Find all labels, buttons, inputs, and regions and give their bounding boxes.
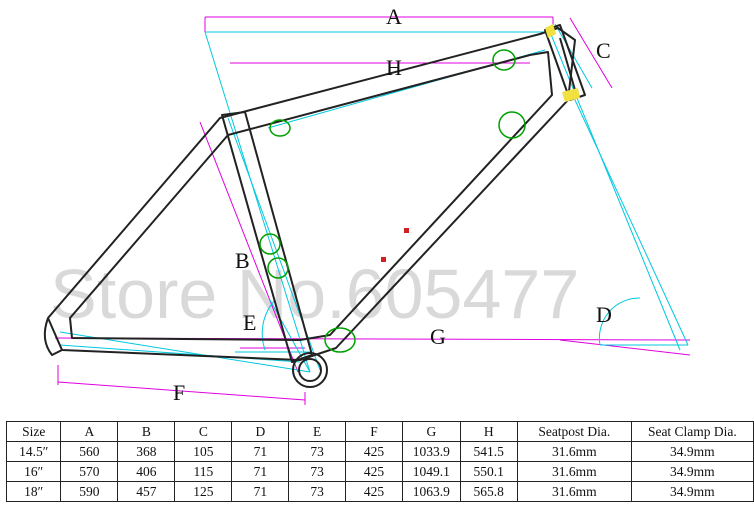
geometry-size-table: Size A B C D E F G H Seatpost Dia. Seat …	[5, 421, 754, 502]
cell: 125	[174, 481, 233, 502]
cell: 31.6mm	[516, 461, 632, 482]
cell: 34.9mm	[630, 481, 754, 502]
label-b: B	[235, 248, 250, 273]
yellow-headset-markers	[545, 24, 580, 102]
col-c: C	[174, 421, 233, 442]
table-row: 14.5″ 560 368 105 71 73 425 1033.9 541.5…	[5, 441, 754, 462]
store-watermark: Store No.605477	[50, 255, 579, 333]
cell: 31.6mm	[516, 481, 632, 502]
cell: 18″	[5, 481, 62, 502]
cell: 73	[288, 481, 347, 502]
col-a: A	[60, 421, 119, 442]
table-row: 18″ 590 457 125 71 73 425 1063.9 565.8 3…	[5, 481, 754, 502]
cell: 457	[117, 481, 176, 502]
cell: 560	[60, 441, 119, 462]
cell: 425	[345, 461, 404, 482]
cell: 1063.9	[402, 481, 461, 502]
cell: 368	[117, 441, 176, 462]
cell: 31.6mm	[516, 441, 632, 462]
cell: 34.9mm	[630, 441, 754, 462]
col-e: E	[288, 421, 347, 442]
label-f: F	[173, 380, 185, 405]
red-bottle-mounts	[381, 228, 409, 262]
frame-geometry-diagram: Store No.605477	[43, 4, 691, 405]
cell: 16″	[5, 461, 62, 482]
col-d: D	[231, 421, 290, 442]
label-a: A	[386, 4, 402, 29]
col-b: B	[117, 421, 176, 442]
col-seatpost: Seatpost Dia.	[516, 421, 632, 442]
label-h: H	[386, 55, 402, 80]
cell: 14.5″	[5, 441, 62, 462]
cell: 73	[288, 461, 347, 482]
col-f: F	[345, 421, 404, 442]
cell: 71	[231, 481, 290, 502]
col-g: G	[402, 421, 461, 442]
cell: 570	[60, 461, 119, 482]
col-seat-clamp: Seat Clamp Dia.	[630, 421, 754, 442]
col-h: H	[459, 421, 518, 442]
cell: 105	[174, 441, 233, 462]
label-c: C	[596, 38, 611, 63]
cell: 71	[231, 441, 290, 462]
table-row: 16″ 570 406 115 71 73 425 1049.1 550.1 3…	[5, 461, 754, 482]
label-e: E	[243, 310, 256, 335]
cell: 34.9mm	[630, 461, 754, 482]
cell: 425	[345, 481, 404, 502]
cell: 565.8	[459, 481, 518, 502]
cell: 71	[231, 461, 290, 482]
label-d: D	[596, 302, 612, 327]
table-header-row: Size A B C D E F G H Seatpost Dia. Seat …	[5, 421, 754, 442]
cell: 550.1	[459, 461, 518, 482]
green-weld-markers	[259, 49, 526, 353]
cell: 1033.9	[402, 441, 461, 462]
cell: 425	[345, 441, 404, 462]
col-size: Size	[5, 421, 62, 442]
cell: 115	[174, 461, 233, 482]
cell: 1049.1	[402, 461, 461, 482]
cell: 541.5	[459, 441, 518, 462]
cell: 406	[117, 461, 176, 482]
label-g: G	[430, 324, 446, 349]
cell: 73	[288, 441, 347, 462]
bike-frame	[43, 24, 586, 388]
cell: 590	[60, 481, 119, 502]
